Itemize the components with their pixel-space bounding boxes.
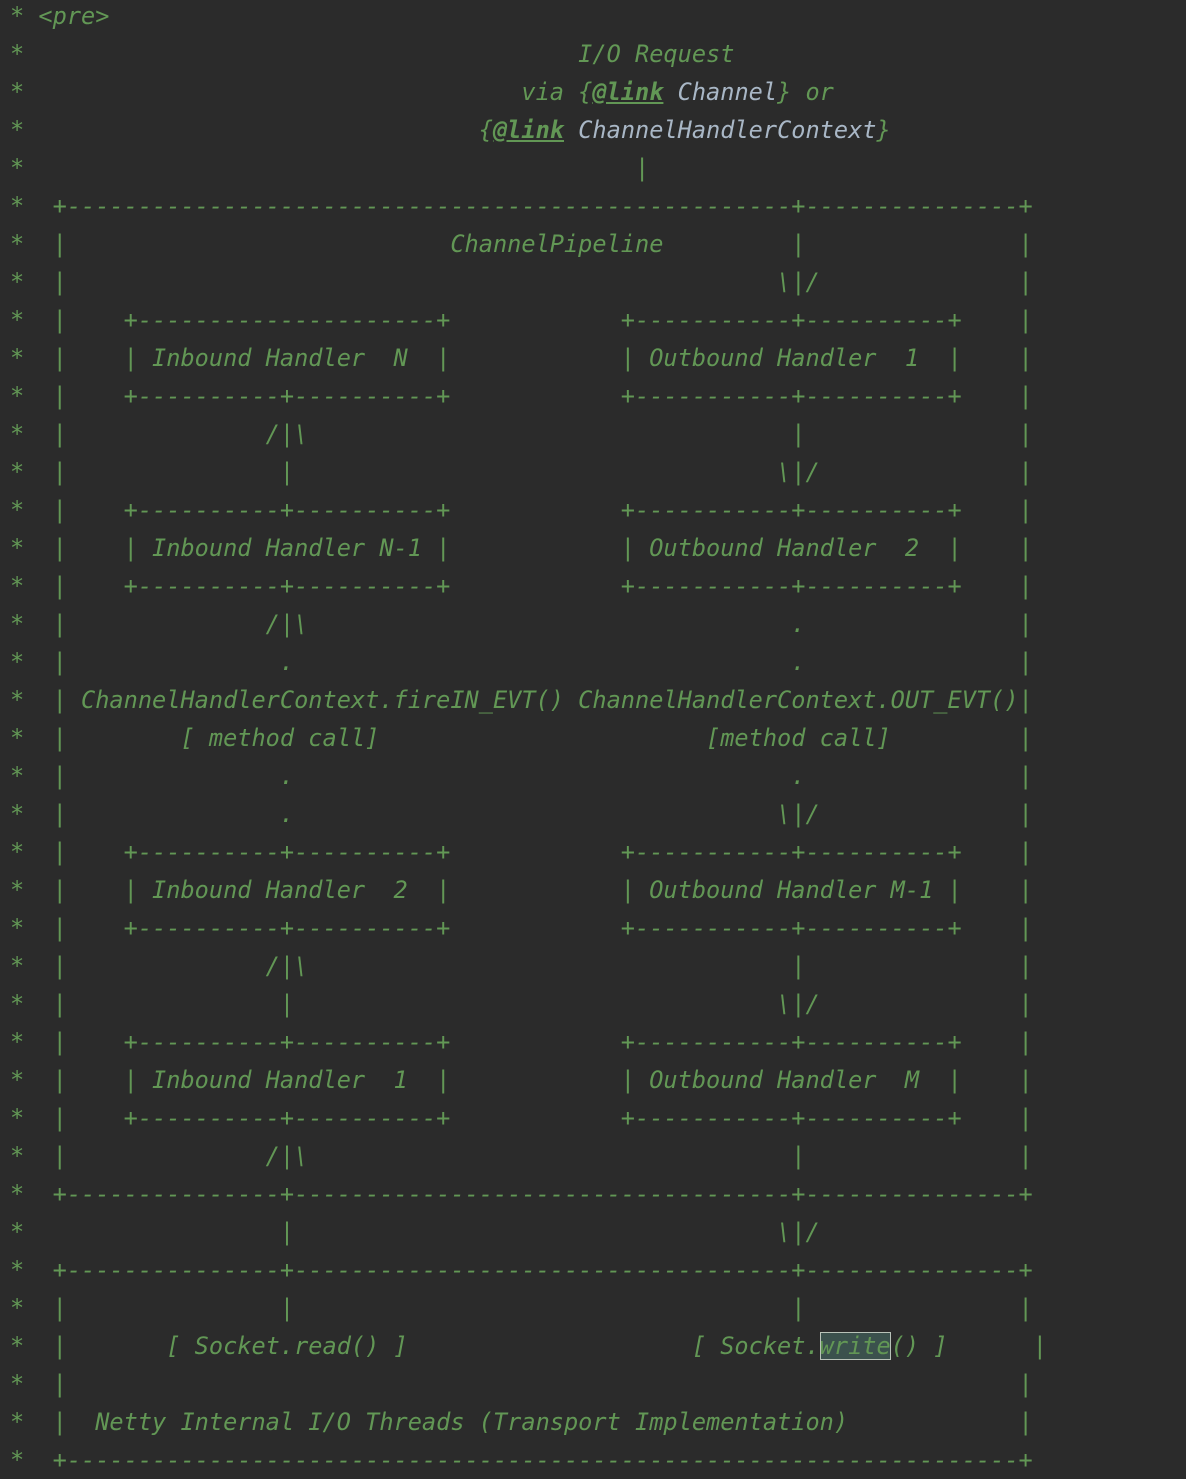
comment-text: * | /|\ | | (10, 952, 1033, 980)
comment-text: * +-------------------------------------… (10, 1446, 1033, 1474)
comment-text: * <pre> (10, 2, 110, 30)
comment-text: * I/O Request (10, 40, 735, 68)
code-line[interactable]: * | | | | (10, 1289, 1047, 1327)
comment-text: * | \|/ (10, 1218, 820, 1246)
caret-highlighted-word: write (819, 1332, 891, 1360)
comment-text: * +---------------+---------------------… (10, 1256, 1033, 1284)
code-line[interactable]: * +-------------------------------------… (10, 187, 1047, 225)
code-line[interactable]: * | | (10, 1365, 1047, 1403)
code-line[interactable]: * | +----------+----------+ +-----------… (10, 1099, 1047, 1137)
comment-text: * | \|/ | (10, 268, 1033, 296)
comment-text: * | | Inbound Handler 2 | | Outbound Han… (10, 876, 1033, 904)
comment-text: } (876, 116, 891, 144)
comment-text: * | [ method call] [method call] | (10, 724, 1033, 752)
comment-text: () ] | (890, 1332, 1047, 1360)
javadoc-link-tag[interactable]: @link (492, 116, 564, 144)
code-line[interactable]: * | | Inbound Handler N-1 | | Outbound H… (10, 529, 1047, 567)
code-line[interactable]: * | /|\ | | (10, 947, 1047, 985)
code-line[interactable]: * | +----------+----------+ +-----------… (10, 833, 1047, 871)
javadoc-link-tag[interactable]: @link (592, 78, 664, 106)
code-line[interactable]: * | | \|/ | (10, 453, 1047, 491)
comment-text: * | [ Socket.read() ] [ Socket. (10, 1332, 820, 1360)
comment-text: * | +----------+----------+ +-----------… (10, 914, 1033, 942)
comment-text: * | (10, 154, 650, 182)
code-line[interactable]: * | +----------+----------+ +-----------… (10, 909, 1047, 947)
code-line[interactable]: * | ChannelPipeline | | (10, 225, 1047, 263)
comment-text: * via { (10, 78, 593, 106)
code-line[interactable]: * | /|\ . | (10, 605, 1047, 643)
code-line[interactable]: * | \|/ | (10, 263, 1047, 301)
code-line[interactable]: * | . . | (10, 643, 1047, 681)
code-line[interactable]: * | | Inbound Handler 1 | | Outbound Han… (10, 1061, 1047, 1099)
code-line[interactable]: * | | Inbound Handler 2 | | Outbound Han… (10, 871, 1047, 909)
javadoc-link-reference[interactable]: ChannelHandlerContext (564, 116, 877, 144)
comment-text: * | | Inbound Handler N-1 | | Outbound H… (10, 534, 1033, 562)
code-line[interactable]: * | | Inbound Handler N | | Outbound Han… (10, 339, 1047, 377)
comment-text: * +---------------+---------------------… (10, 1180, 1033, 1208)
comment-text: } or (777, 78, 834, 106)
code-line[interactable]: * | ChannelHandlerContext.fireIN_EVT() C… (10, 681, 1047, 719)
comment-text: * | Netty Internal I/O Threads (Transpor… (10, 1408, 1033, 1436)
code-line[interactable]: * | \|/ (10, 1213, 1047, 1251)
javadoc-link-reference[interactable]: Channel (663, 78, 778, 106)
comment-text: * | /|\ | | (10, 420, 1033, 448)
code-line[interactable]: * | | \|/ | (10, 985, 1047, 1023)
code-line[interactable]: * via {@link Channel} or (10, 73, 1047, 111)
comment-text: * | /|\ | | (10, 1142, 1033, 1170)
code-line[interactable]: * | (10, 149, 1047, 187)
code-line[interactable]: * | [ method call] [method call] | (10, 719, 1047, 757)
code-line[interactable]: * | /|\ | | (10, 415, 1047, 453)
code-line[interactable]: * | +---------------------+ +-----------… (10, 301, 1047, 339)
code-line[interactable]: * | . . | (10, 757, 1047, 795)
code-line[interactable]: * | +----------+----------+ +-----------… (10, 491, 1047, 529)
comment-text: * | . \|/ | (10, 800, 1033, 828)
comment-text: * | | \|/ | (10, 458, 1033, 486)
code-line[interactable]: * +-------------------------------------… (10, 1441, 1047, 1479)
code-line[interactable]: * | +----------+----------+ +-----------… (10, 567, 1047, 605)
comment-text: * | . . | (10, 762, 1033, 790)
code-line[interactable]: * +---------------+---------------------… (10, 1251, 1047, 1289)
comment-text: * | | | | (10, 1294, 1033, 1322)
comment-text: * | ChannelPipeline | | (10, 230, 1033, 258)
javadoc-comment-block[interactable]: * <pre>* I/O Request* via {@link Channel… (10, 0, 1047, 1479)
code-line[interactable]: * <pre> (10, 0, 1047, 35)
comment-text: * | +----------+----------+ +-----------… (10, 838, 1033, 866)
comment-text: * | | \|/ | (10, 990, 1033, 1018)
code-line[interactable]: * | [ Socket.read() ] [ Socket.write() ]… (10, 1327, 1047, 1365)
comment-text: * | +----------+----------+ +-----------… (10, 1028, 1033, 1056)
code-line[interactable]: * +---------------+---------------------… (10, 1175, 1047, 1213)
code-line[interactable]: * | +----------+----------+ +-----------… (10, 377, 1047, 415)
comment-text: * | +----------+----------+ +-----------… (10, 1104, 1033, 1132)
comment-text: * | +----------+----------+ +-----------… (10, 496, 1033, 524)
comment-text: * | /|\ . | (10, 610, 1033, 638)
code-line[interactable]: * | Netty Internal I/O Threads (Transpor… (10, 1403, 1047, 1441)
comment-text: * | . . | (10, 648, 1033, 676)
comment-text: * | | (10, 1370, 1033, 1398)
comment-text: * | | Inbound Handler N | | Outbound Han… (10, 344, 1033, 372)
code-line[interactable]: * I/O Request (10, 35, 1047, 73)
comment-text: * +-------------------------------------… (10, 192, 1033, 220)
code-line[interactable]: * | . \|/ | (10, 795, 1047, 833)
comment-text: * | +----------+----------+ +-----------… (10, 382, 1033, 410)
comment-text: * | +----------+----------+ +-----------… (10, 572, 1033, 600)
comment-text: * | +---------------------+ +-----------… (10, 306, 1033, 334)
code-line[interactable]: * | /|\ | | (10, 1137, 1047, 1175)
comment-text: * | | Inbound Handler 1 | | Outbound Han… (10, 1066, 1033, 1094)
comment-text: * { (10, 116, 493, 144)
code-line[interactable]: * | +----------+----------+ +-----------… (10, 1023, 1047, 1061)
code-line[interactable]: * {@link ChannelHandlerContext} (10, 111, 1047, 149)
comment-text: * | ChannelHandlerContext.fireIN_EVT() C… (10, 686, 1033, 714)
